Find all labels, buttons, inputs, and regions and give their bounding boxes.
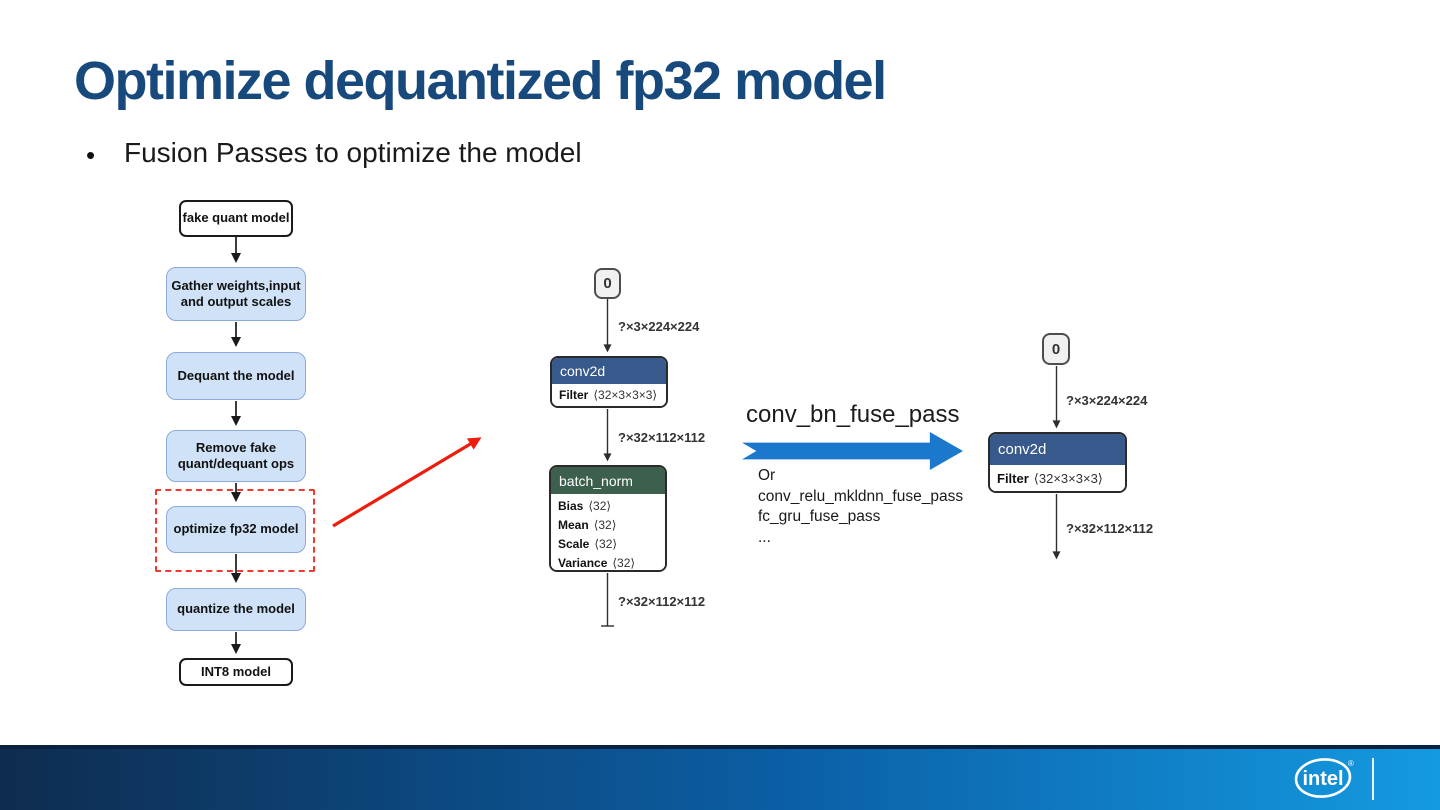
intel-logo-swirl <box>1294 758 1352 798</box>
edge-label-after-output: ?×32×112×112 <box>1066 521 1154 536</box>
flow-node-gather-scales: Gather weights,input and output scales <box>166 267 306 321</box>
attr-name: Filter <box>559 388 589 402</box>
slide-title: Optimize dequantized fp32 model <box>74 51 887 111</box>
attr-value: ⟨32×3×3×3⟩ <box>1033 471 1103 486</box>
intel-logo-text: intel <box>1302 768 1343 790</box>
edge-label-before-mid: ?×32×112×112 <box>618 430 706 445</box>
attr-value: ⟨32⟩ <box>588 499 612 513</box>
registered-mark: ® <box>1348 759 1354 768</box>
edge-label-before-output: ?×32×112×112 <box>618 594 706 609</box>
batch-norm-body: Bias⟨32⟩ Mean⟨32⟩ Scale⟨32⟩ Variance⟨32⟩ <box>551 494 665 570</box>
batch-norm-node: batch_norm Bias⟨32⟩ Mean⟨32⟩ Scale⟨32⟩ V… <box>549 465 667 572</box>
fuse-alt-conv-relu: conv_relu_mkldnn_fuse_pass <box>758 487 964 505</box>
batch-norm-header: batch_norm <box>551 467 665 494</box>
bn-bias-row: Bias ⟨32⟩ <box>558 497 665 516</box>
attr-value: ⟨32⟩ <box>594 537 618 551</box>
attr-name: Variance <box>558 556 608 570</box>
fuse-alt-or: Or <box>758 467 776 484</box>
conv2d-node-after: conv2d Filter ⟨32×3×3×3⟩ <box>988 432 1127 493</box>
attr-value: ⟨32⟩ <box>612 556 636 570</box>
conv2d-header: conv2d <box>990 434 1125 465</box>
red-dashed-highlight <box>155 489 315 572</box>
attr-value: ⟨32⟩ <box>593 518 617 532</box>
intel-logo: intel ® <box>1294 758 1354 798</box>
bn-mean-row: Mean ⟨32⟩ <box>558 516 665 535</box>
edge-label-after-input: ?×3×224×224 <box>1066 393 1148 408</box>
bn-variance-row: Variance ⟨32⟩ <box>558 554 665 570</box>
conv2d-header: conv2d <box>552 358 666 384</box>
bullet-icon: • <box>86 140 96 170</box>
conv2d-body: Filter ⟨32×3×3×3⟩ <box>990 465 1125 491</box>
attr-name: Bias <box>558 499 584 513</box>
conv2d-filter-row: Filter ⟨32×3×3×3⟩ <box>559 386 666 405</box>
fuse-pass-label: conv_bn_fuse_pass <box>746 401 960 428</box>
attr-name: Scale <box>558 537 590 551</box>
input-node-after: 0 <box>1042 333 1070 365</box>
conv2d-filter-row: Filter ⟨32×3×3×3⟩ <box>997 469 1125 488</box>
bn-scale-row: Scale ⟨32⟩ <box>558 535 665 554</box>
flow-node-fake-quant-model: fake quant model <box>179 200 293 237</box>
flow-node-dequant-model: Dequant the model <box>166 352 306 400</box>
red-zoom-arrow <box>332 437 482 528</box>
attr-name: Mean <box>558 518 589 532</box>
flow-node-int8-model: INT8 model <box>179 658 293 686</box>
graph-before-edges <box>601 299 614 627</box>
conv2d-body: Filter ⟨32×3×3×3⟩ <box>552 384 666 406</box>
input-node-before: 0 <box>594 268 621 299</box>
footer-bar <box>0 749 1440 810</box>
fuse-alt-ellipsis: ... <box>758 528 771 546</box>
fuse-alternatives: Or conv_relu_mkldnn_fuse_pass fc_gru_fus… <box>758 466 963 548</box>
bullet-text: Fusion Passes to optimize the model <box>124 137 582 168</box>
edge-label-before-input: ?×3×224×224 <box>618 319 700 334</box>
attr-value: ⟨32×3×3×3⟩ <box>593 388 658 402</box>
flow-node-remove-fake-ops: Remove fake quant/dequant ops <box>166 430 306 482</box>
footer-separator-line <box>1372 758 1374 800</box>
attr-name: Filter <box>997 471 1029 486</box>
flow-node-optimize-fp32: optimize fp32 model <box>166 506 306 553</box>
fuse-arrow-icon <box>742 432 963 470</box>
flow-node-quantize-model: quantize the model <box>166 588 306 631</box>
footer-top-line <box>0 745 1440 749</box>
conv2d-node-before: conv2d Filter ⟨32×3×3×3⟩ <box>550 356 668 408</box>
fuse-alt-fc-gru: fc_gru_fuse_pass <box>758 508 881 525</box>
